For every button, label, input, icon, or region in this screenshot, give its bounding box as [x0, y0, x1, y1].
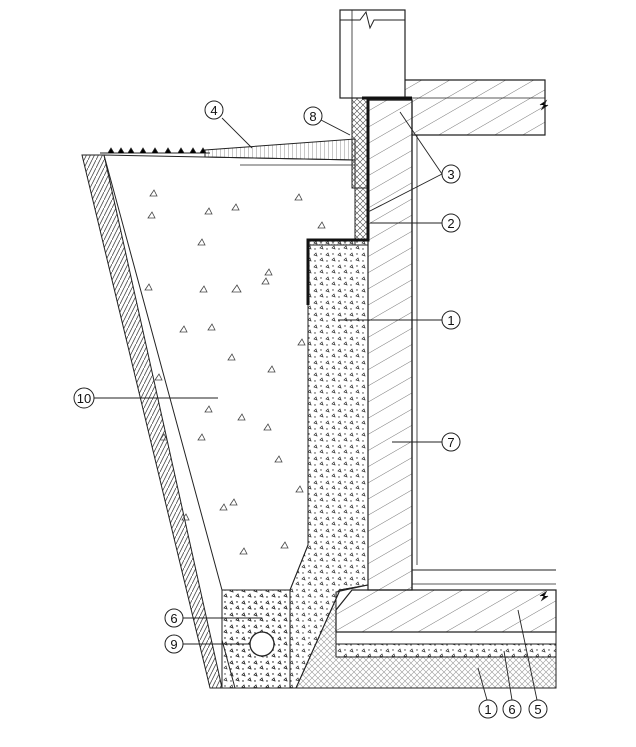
callout-3: 3: [367, 111, 461, 213]
callout-10: 10: [73, 387, 218, 409]
callout-8: 8: [303, 106, 351, 136]
callout-7: 7: [392, 432, 461, 452]
callout-1-upper-label: 1: [447, 313, 454, 328]
upper-wall: [339, 9, 406, 99]
callout-8-label: 8: [309, 109, 316, 124]
callout-1-lower-label: 1: [484, 702, 491, 717]
callout-3-label: 3: [447, 167, 454, 182]
callout-6-left: 6: [164, 608, 262, 628]
callout-5-label: 5: [534, 702, 541, 717]
callout-1-upper: 1: [338, 310, 461, 330]
callout-7-label: 7: [447, 435, 454, 450]
callout-6-left-label: 6: [170, 611, 177, 626]
plinth-insulation: [351, 97, 369, 241]
waterproofing-membrane: [306, 96, 412, 305]
foundation-wall: [367, 99, 418, 591]
break-marks: [539, 99, 549, 602]
callout-2-label: 2: [447, 216, 454, 231]
callout-5: 5: [517, 609, 548, 719]
callout-1-lower: 1: [477, 667, 498, 719]
callout-10-label: 10: [77, 391, 91, 406]
ground-surface: [100, 147, 210, 154]
callout-9: 9: [164, 634, 250, 654]
callout-9-label: 9: [170, 637, 177, 652]
drain-pipe: [249, 631, 275, 657]
backfill-texture: [144, 189, 326, 555]
floor-slab: [335, 569, 557, 633]
callout-4-label: 4: [210, 103, 217, 118]
callout-6-right: 6: [502, 650, 522, 719]
callout-6-right-label: 6: [508, 702, 515, 717]
callout-4: 4: [204, 100, 253, 149]
callout-2: 2: [370, 213, 461, 233]
